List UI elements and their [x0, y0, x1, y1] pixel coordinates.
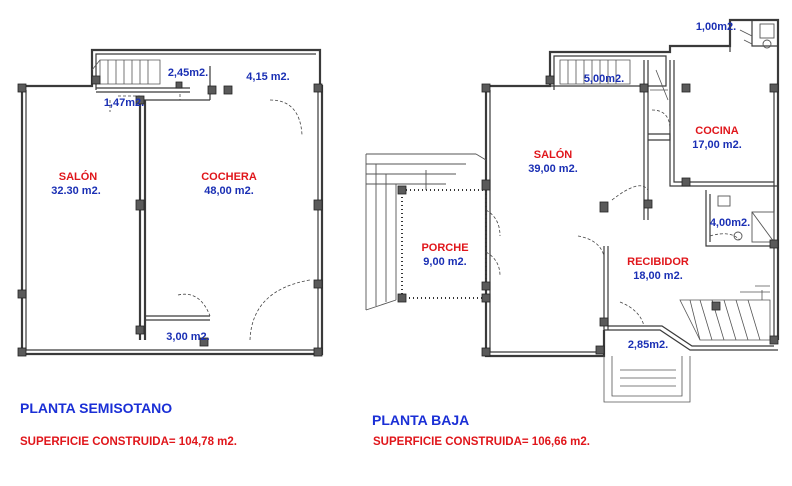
baja-area-285: 2,85m2. [628, 339, 668, 351]
semisotano-title: PLANTA SEMISOTANO [20, 400, 173, 416]
baja-salon-name: SALÓN [534, 148, 573, 161]
baja-area-100: 1,00m2. [696, 21, 736, 33]
baja-plan: SALÓN 39,00 m2. PORCHE 9,00 m2. COCINA 1… [365, 18, 780, 403]
semisotano-surface-value: 104,78 m2. [178, 436, 237, 448]
baja-salon-area: 39,00 m2. [528, 163, 578, 175]
baja-title: PLANTA BAJA [372, 412, 470, 428]
semisotano-cochera-name: COCHERA [201, 171, 257, 183]
semisotano-salon-name: SALÓN [59, 170, 98, 183]
baja-cocina-name: COCINA [695, 125, 738, 137]
baja-recibidor-name: RECIBIDOR [627, 256, 689, 268]
baja-area-400: 4,00m2. [710, 217, 750, 229]
baja-surface-value: 106,66 m2. [531, 436, 590, 448]
semisotano-salon-area: 32.30 m2. [51, 185, 101, 197]
semisotano-cochera-area: 48,00 m2. [204, 185, 254, 197]
baja-recibidor-area: 18,00 m2. [633, 270, 683, 282]
baja-area-500: 5,00m2. [584, 73, 624, 85]
baja-porche-name: PORCHE [421, 242, 468, 254]
baja-cocina-area: 17,00 m2. [692, 139, 742, 151]
baja-surface-label: SUPERFICIE CONSTRUIDA= [373, 436, 529, 448]
semisotano-area-147: 1,47m2. [104, 97, 144, 109]
semisotano-area-300: 3,00 m2. [166, 331, 209, 343]
baja-surface: SUPERFICIE CONSTRUIDA= 106,66 m2. [373, 436, 590, 448]
semisotano-surface: SUPERFICIE CONSTRUIDA= 104,78 m2. [20, 436, 237, 448]
semisotano-surface-label: SUPERFICIE CONSTRUIDA= [20, 436, 176, 448]
baja-porche-area: 9,00 m2. [423, 256, 466, 268]
semisotano-area-415: 4,15 m2. [246, 71, 289, 83]
semisotano-plan: SALÓN 32.30 m2. COCHERA 48,00 m2. 2,45m2… [17, 48, 324, 357]
semisotano-area-245: 2,45m2. [168, 67, 208, 79]
